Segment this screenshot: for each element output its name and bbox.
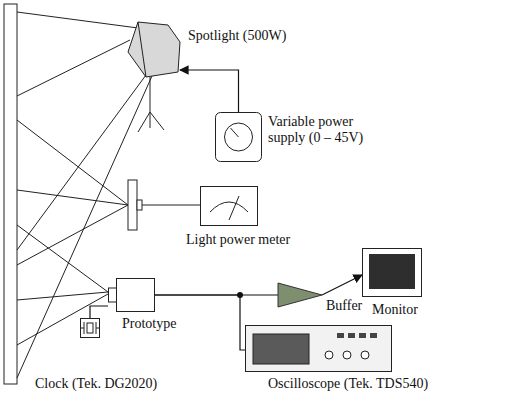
signal-wire bbox=[180, 70, 239, 112]
device-label: Variable power supply (0 – 45V) bbox=[268, 114, 393, 146]
prototype-camera: Prototype bbox=[108, 278, 155, 312]
clock-generator-shape bbox=[80, 318, 100, 338]
light-sensor bbox=[128, 180, 200, 230]
oscilloscope: Oscilloscope (Tek. TDS540) bbox=[245, 325, 392, 372]
light-power-meter-shape bbox=[200, 186, 258, 226]
spotlight-shape bbox=[128, 22, 180, 77]
device-label: Monitor bbox=[372, 302, 418, 318]
prototype-camera-shape bbox=[108, 278, 155, 312]
oscilloscope-shape bbox=[245, 325, 392, 372]
spotlight-stand bbox=[138, 77, 164, 132]
device-label: Prototype bbox=[122, 316, 176, 332]
buffer-amplifier-shape bbox=[278, 283, 322, 307]
projection-screen bbox=[4, 4, 17, 384]
device-label: Light power meter bbox=[186, 232, 290, 248]
device-label: Buffer bbox=[326, 298, 362, 314]
signal-wire bbox=[322, 275, 362, 295]
device-label: Oscilloscope (Tek. TDS540) bbox=[268, 376, 428, 392]
device-label: Spotlight (500W) bbox=[188, 28, 286, 44]
power-supply: Variable power supply (0 – 45V) bbox=[215, 112, 262, 162]
clock-generator: Clock (Tek. DG2020) bbox=[80, 318, 100, 338]
monitor-shape bbox=[362, 248, 422, 297]
monitor: Monitor bbox=[362, 248, 422, 297]
device-label: Clock (Tek. DG2020) bbox=[35, 376, 157, 392]
power-supply-shape bbox=[215, 112, 262, 162]
signal-wire bbox=[90, 306, 108, 318]
light-power-meter: Light power meter bbox=[200, 186, 258, 226]
buffer-amplifier: Buffer bbox=[278, 283, 322, 307]
spotlight: Spotlight (500W) bbox=[128, 22, 180, 77]
